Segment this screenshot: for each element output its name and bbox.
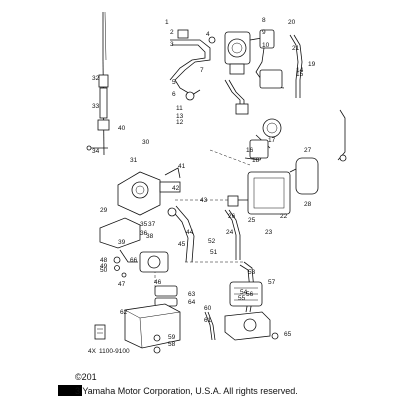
part-number-label: 62 [120, 309, 128, 316]
part-number-label: 23 [265, 229, 273, 236]
drain-pipe [167, 205, 195, 263]
part-number-label: 7 [200, 67, 204, 74]
part-number-label: 2 [170, 29, 174, 36]
chamber-right [244, 109, 347, 162]
part-number-label: 64 [188, 299, 196, 306]
part-number-label: 34 [92, 148, 100, 155]
part-number-label: 66 [130, 257, 138, 264]
part-number-label: 8 [262, 17, 266, 24]
part-number-label: 6 [172, 91, 176, 98]
part-number-label: 49 [100, 263, 108, 270]
part-number-label: 12 [176, 119, 184, 126]
part-number-label: 27 [304, 147, 312, 154]
part-number-label: 30 [142, 139, 150, 146]
clamp-parts [113, 256, 178, 307]
outlet-pipe-assembly [169, 29, 216, 101]
lower-box [124, 303, 181, 349]
stamp-text: 1100-9100 [99, 348, 130, 355]
water-lock-box [227, 157, 319, 215]
part-number-label: 33 [92, 103, 100, 110]
part-number-label: 28 [304, 201, 312, 208]
part-number-label: 10 [262, 42, 270, 49]
part-number-label: 24 [226, 229, 234, 236]
part-number-label: 60 [204, 305, 212, 312]
part-number-label: 52 [208, 238, 216, 245]
part-number-label: 32 [92, 75, 100, 82]
part-number-label: 65 [284, 331, 292, 338]
part-number-label: 20 [288, 19, 296, 26]
part-number-label: 58 [168, 341, 176, 348]
part-number-label: 63 [188, 291, 196, 298]
part-number-label: 16 [246, 147, 254, 154]
part-number-label: 22 [280, 213, 288, 220]
part-number-label: 9 [262, 29, 266, 36]
part-number-label: 55 [238, 295, 246, 302]
part-number-label: 40 [118, 125, 126, 132]
stamp-prefix: 4X [88, 348, 97, 355]
part-number-label: 48 [100, 257, 108, 264]
part-number-label: 21 [292, 45, 300, 52]
part-number-label: 50 [100, 267, 108, 274]
part-number-label: 47 [118, 281, 126, 288]
part-number-label: 13 [176, 113, 184, 120]
part-number-label: 4 [206, 31, 210, 38]
part-number-label: 43 [200, 197, 208, 204]
part-number-label: 35 [140, 221, 148, 228]
part-number-label: 41 [178, 163, 186, 170]
part-number-label: 1 [165, 19, 169, 26]
part-number-label: 38 [146, 233, 154, 240]
part-number-label: 45 [178, 241, 186, 248]
part-number-label: 42 [172, 185, 180, 192]
part-number-label: 57 [268, 279, 276, 286]
cable-assembly [86, 11, 110, 156]
part-number-label: 5 [172, 79, 176, 86]
part-number-label: 56 [246, 291, 254, 298]
valve-body [224, 29, 285, 89]
copyright-year: ©201 [75, 372, 97, 382]
part-number-label: 53 [248, 269, 256, 276]
part-number-label: 46 [154, 279, 162, 286]
part-number-label: 59 [168, 334, 176, 341]
small-hoses [153, 311, 216, 354]
part-number-label: 61 [204, 317, 212, 324]
part-number-label: 54 [240, 289, 248, 296]
stamp-icon [94, 324, 106, 340]
resonator [224, 281, 279, 341]
part-number-label: 15 [296, 71, 304, 78]
part-number-label: 11 [176, 105, 183, 112]
part-number-label: 51 [210, 249, 218, 256]
left-bracket [99, 217, 169, 273]
part-number-label: 39 [118, 239, 126, 246]
part-number-label: 37 [148, 221, 156, 228]
part-number-label: 19 [308, 61, 316, 68]
part-number-label: 18 [252, 157, 260, 164]
intake-valve-body [117, 167, 181, 216]
part-number-label: 25 [248, 217, 256, 224]
part-number-label: 3 [170, 41, 174, 48]
redaction-block [58, 385, 82, 396]
part-number-label: 26 [228, 213, 236, 220]
part-number-label: 36 [140, 230, 148, 237]
part-number-label: 14 [296, 67, 304, 74]
small-pipes [224, 79, 249, 115]
part-number-label: 31 [130, 157, 138, 164]
hose-right [289, 34, 303, 98]
part-number-label: 44 [186, 229, 194, 236]
copyright-text: 3 Yamaha Motor Corporation, U.S.A. All r… [75, 386, 298, 396]
part-number-label: 17 [268, 137, 276, 144]
part-number-label: 29 [100, 207, 108, 214]
part-number-labels: 1234567891011121314151617181920212223242… [92, 17, 316, 348]
